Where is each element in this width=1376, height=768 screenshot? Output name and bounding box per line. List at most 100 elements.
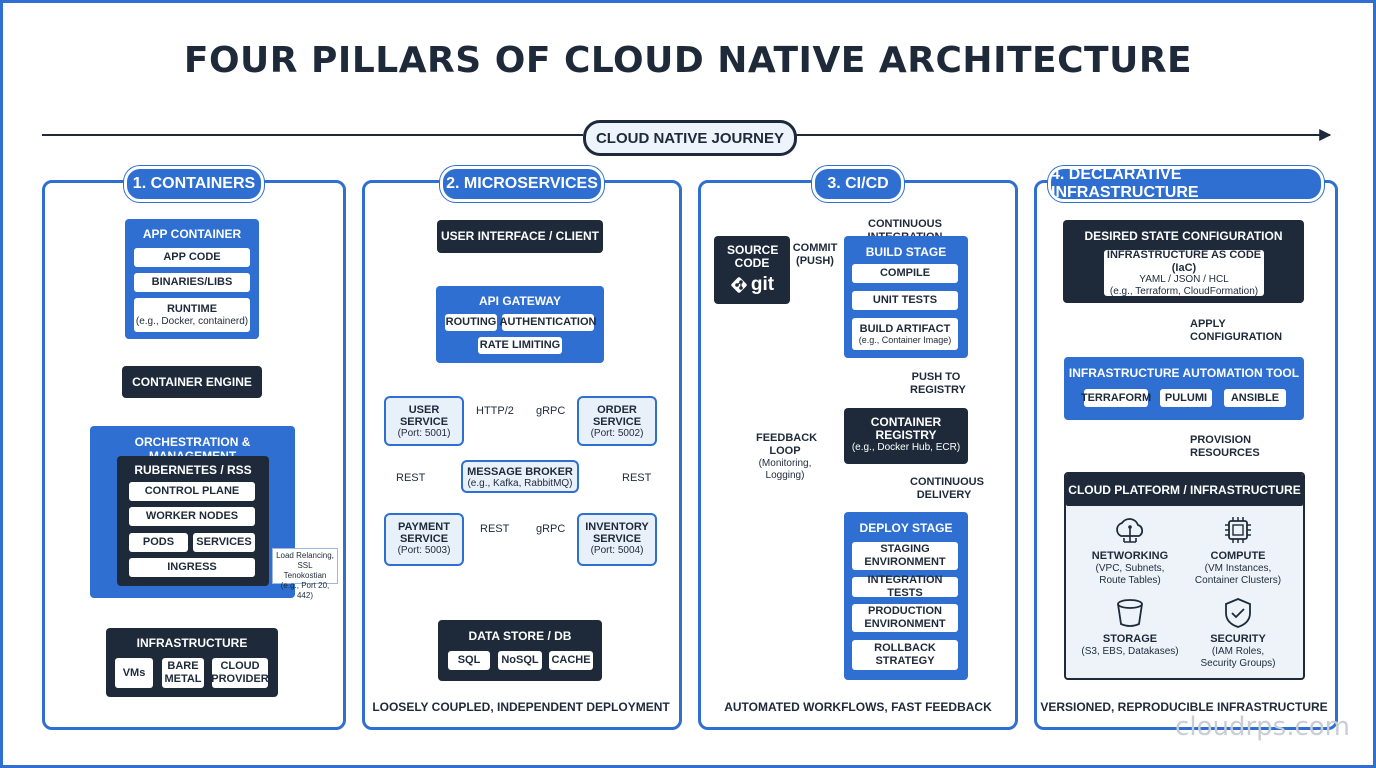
bare-metal-chip: BARE METAL bbox=[162, 658, 204, 688]
nosql-chip: NoSQL bbox=[498, 651, 542, 670]
infrastructure-box: INFRASTRUCTURE VMs BARE METAL CLOUD PROV… bbox=[106, 628, 278, 697]
compile-chip: COMPILE bbox=[852, 264, 958, 283]
security-sub2: Security Groups) bbox=[1200, 658, 1276, 670]
payment-service-box: PAYMENT SERVICE (Port: 5003) bbox=[384, 513, 464, 566]
source-code-box: SOURCE CODE git bbox=[714, 236, 790, 304]
security-resource: SECURITY (IAM Roles, Security Groups) bbox=[1190, 597, 1286, 670]
cloud-platform-box: CLOUD PLATFORM / INFRASTRUCTURE bbox=[1064, 472, 1305, 680]
cpu-chip-icon bbox=[1225, 517, 1251, 543]
app-code-chip: APP CODE bbox=[134, 248, 250, 267]
git-icon bbox=[731, 277, 747, 294]
cloud-provider-chip: CLOUD PROVIDER bbox=[211, 658, 269, 688]
worker-nodes-chip: WORKER NODES bbox=[129, 507, 255, 526]
cicd-caption: AUTOMATED WORKFLOWS, FAST FEEDBACK bbox=[724, 700, 992, 714]
registry-title: CONTAINER REGISTRY bbox=[870, 415, 942, 443]
grpc-bottom-label: gRPC bbox=[536, 523, 566, 535]
page-title: FOUR PILLARS OF CLOUD NATIVE ARCHITECTUR… bbox=[183, 40, 1193, 81]
message-broker-box: MESSAGE BROKER (e.g., Kafka, RabbitMQ) bbox=[461, 460, 579, 493]
k8s-box: RUBERNETES / RSS CONTROL PLANE WORKER NO… bbox=[117, 456, 269, 586]
shield-icon bbox=[1225, 598, 1251, 628]
order-service-box: ORDER SERVICE (Port: 5002) bbox=[577, 396, 657, 446]
journey-badge: CLOUD NATIVE JOURNEY bbox=[583, 120, 797, 156]
authentication-chip: AUTHENTICATION bbox=[500, 314, 596, 331]
automation-tool-box: INFRASTRUCTURE AUTOMATION TOOL TERRAFORM… bbox=[1064, 357, 1304, 420]
registry-box: CONTAINER REGISTRY (e.g., Docker Hub, EC… bbox=[844, 408, 968, 464]
iac-formats: YAML / JSON / HCL bbox=[1139, 274, 1229, 286]
compute-resource: COMPUTE (VM Instances, Container Cluster… bbox=[1186, 514, 1290, 587]
deploy-stage-box: DEPLOY STAGE STAGING ENVIRONMENT INTEGRA… bbox=[844, 512, 968, 680]
feedback-title: FEEDBACK LOOP bbox=[756, 432, 818, 458]
rest-right-label: REST bbox=[622, 472, 652, 484]
ansible-chip: ANSIBLE bbox=[1224, 389, 1286, 407]
build-stage-title: BUILD STAGE bbox=[865, 245, 947, 259]
runtime-sub: (e.g., Docker, containerd) bbox=[135, 315, 249, 327]
binaries-chip: BINARIES/LIBS bbox=[134, 273, 250, 292]
declarative-header: 4. DECLARATIVE INFRASTRUCTURE bbox=[1048, 166, 1324, 202]
api-gateway-title: API GATEWAY bbox=[478, 294, 561, 308]
storage-sub1: (S3, EBS, Datakases) bbox=[1081, 646, 1179, 658]
desired-state-title: DESIRED STATE CONFIGURATION bbox=[1084, 229, 1283, 243]
api-gateway-box: API GATEWAY ROUTING AUTHENTICATION RATE … bbox=[436, 286, 604, 363]
feedback-sub: (Monitoring, Logging) bbox=[758, 458, 812, 482]
networking-sub2: Route Tables) bbox=[1099, 575, 1161, 587]
app-container-title: APP CONTAINER bbox=[142, 227, 242, 241]
storage-name: STORAGE bbox=[1102, 633, 1158, 645]
cloud-network-icon bbox=[1116, 518, 1144, 543]
cloud-platform-header: CLOUD PLATFORM / INFRASTRUCTURE bbox=[1066, 474, 1303, 506]
sql-chip: SQL bbox=[448, 651, 490, 670]
apply-label: APPLY CONFIGURATION bbox=[1190, 318, 1283, 344]
iac-title: INFRASTRUCTURE AS CODE (IaC) bbox=[1106, 248, 1262, 274]
ingress-note-line-2: SSL Tenokostian bbox=[283, 561, 327, 580]
deploy-stage-title: DEPLOY STAGE bbox=[859, 521, 953, 535]
infrastructure-title: INFRASTRUCTURE bbox=[136, 636, 248, 650]
build-artifact-label: BUILD ARTIFACT bbox=[859, 322, 951, 335]
ingress-note-line-3: (e.g., Port 20, 442) bbox=[280, 581, 330, 600]
staging-chip: STAGING ENVIRONMENT bbox=[852, 542, 958, 570]
microservices-header: 2. MICROSERVICES bbox=[440, 166, 604, 202]
storage-resource: STORAGE (S3, EBS, Datakases) bbox=[1076, 597, 1184, 658]
message-broker-sub: (e.g., Kafka, RabbitMQ) bbox=[467, 478, 573, 489]
networking-name: NETWORKING bbox=[1091, 550, 1169, 562]
compute-sub1: (VM Instances, bbox=[1204, 563, 1272, 575]
k8s-title: RUBERNETES / RSS bbox=[134, 463, 252, 477]
desired-state-box: DESIRED STATE CONFIGURATION INFRASTRUCTU… bbox=[1063, 220, 1304, 303]
networking-resource: NETWORKING (VPC, Subnets, Route Tables) bbox=[1082, 514, 1178, 587]
networking-sub1: (VPC, Subnets, bbox=[1095, 563, 1165, 575]
ingress-note-line-1: Load Relancing, bbox=[276, 551, 334, 560]
storage-bucket-icon bbox=[1117, 599, 1143, 627]
services-chip: SERVICES bbox=[193, 533, 255, 552]
push-label: PUSH TO REGISTRY bbox=[910, 371, 966, 397]
user-service-box: USER SERVICE (Port: 5001) bbox=[384, 396, 464, 446]
security-name: SECURITY bbox=[1210, 633, 1266, 645]
vms-chip: VMs bbox=[115, 658, 153, 688]
ingress-chip: INGRESS bbox=[129, 558, 255, 577]
runtime-chip: RUNTIME (e.g., Docker, containerd) bbox=[134, 298, 250, 332]
terraform-chip: TERRAFORM bbox=[1081, 389, 1151, 407]
git-logo: git bbox=[714, 274, 790, 296]
commit-label: COMMIT (PUSH) bbox=[792, 242, 838, 268]
client-box: USER INTERFACE / CLIENT bbox=[437, 220, 603, 253]
rest-left-label: REST bbox=[396, 472, 426, 484]
iac-examples: (e.g., Terraform, CloudFormation) bbox=[1109, 285, 1259, 297]
message-broker-name: MESSAGE BROKER bbox=[467, 466, 573, 478]
orchestration-box: ORCHESTRATION & MANAGEMENT RUBERNETES / … bbox=[90, 426, 295, 598]
unit-tests-chip: UNIT TESTS bbox=[852, 291, 958, 310]
order-service-name: ORDER SERVICE bbox=[592, 404, 642, 429]
compute-sub2: Container Clusters) bbox=[1194, 575, 1282, 587]
rate-limiting-chip: RATE LIMITING bbox=[478, 337, 562, 354]
build-stage-box: BUILD STAGE COMPILE UNIT TESTS BUILD ART… bbox=[844, 236, 968, 358]
pods-chip: PODS bbox=[129, 533, 188, 552]
build-artifact-sub: (e.g., Container Image) bbox=[858, 335, 952, 346]
inventory-service-box: INVENTORY SERVICE (Port: 5004) bbox=[577, 513, 657, 566]
user-service-port: (Port: 5001) bbox=[397, 428, 451, 440]
iac-chip: INFRASTRUCTURE AS CODE (IaC) YAML / JSON… bbox=[1104, 248, 1264, 297]
feedback-label: FEEDBACK LOOP (Monitoring, Logging) bbox=[756, 432, 818, 482]
ingress-note: Load Relancing, SSL Tenokostian (e.g., P… bbox=[272, 548, 338, 600]
source-code-title: SOURCE CODE bbox=[727, 243, 779, 271]
inventory-service-name: INVENTORY SERVICE bbox=[585, 521, 649, 546]
data-store-title: DATA STORE / DB bbox=[468, 629, 572, 643]
user-service-name: USER SERVICE bbox=[399, 404, 449, 429]
declarative-caption: VERSIONED, REPRODUCIBLE INFRASTRUCTURE bbox=[1040, 700, 1328, 714]
grpc-top-label: gRPC bbox=[536, 405, 566, 417]
cache-chip: CACHE bbox=[549, 651, 593, 670]
